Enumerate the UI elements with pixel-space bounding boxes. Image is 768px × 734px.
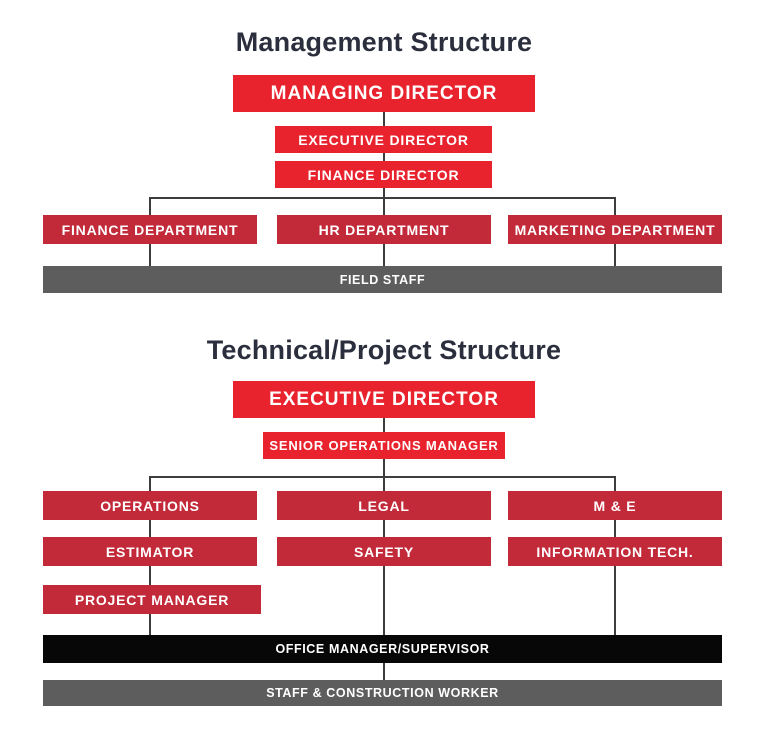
connector-line bbox=[149, 566, 151, 585]
node-project-manager: PROJECT MANAGER bbox=[43, 585, 261, 614]
connector-line bbox=[383, 153, 385, 161]
connector-line bbox=[383, 244, 385, 266]
connector-line bbox=[383, 459, 385, 476]
connector-line bbox=[149, 198, 151, 215]
connector-line bbox=[614, 477, 616, 491]
node-executive-director-management: EXECUTIVE DIRECTOR bbox=[275, 126, 492, 153]
node-senior-operations-manager: SENIOR OPERATIONS MANAGER bbox=[263, 432, 505, 459]
bar-staff-construction-worker: STAFF & CONSTRUCTION WORKER bbox=[43, 680, 722, 706]
connector-line bbox=[614, 244, 616, 266]
connector-line bbox=[149, 244, 151, 266]
connector-line bbox=[149, 476, 616, 478]
node-operations: OPERATIONS bbox=[43, 491, 257, 520]
node-finance-director: FINANCE DIRECTOR bbox=[275, 161, 492, 188]
connector-line bbox=[383, 566, 385, 635]
connector-line bbox=[383, 188, 385, 198]
node-executive-director-technical: EXECUTIVE DIRECTOR bbox=[233, 381, 535, 418]
connector-line bbox=[383, 112, 385, 126]
connector-line bbox=[383, 198, 385, 215]
connector-line bbox=[614, 198, 616, 215]
connector-line bbox=[614, 520, 616, 537]
technical-structure-title: Technical/Project Structure bbox=[206, 335, 562, 365]
management-structure-title: Management Structure bbox=[235, 27, 533, 57]
connector-line bbox=[383, 418, 385, 432]
connector-line bbox=[383, 520, 385, 537]
node-estimator: ESTIMATOR bbox=[43, 537, 257, 566]
node-finance-department: FINANCE DEPARTMENT bbox=[43, 215, 257, 244]
node-managing-director: MANAGING DIRECTOR bbox=[233, 75, 535, 112]
connector-line bbox=[383, 477, 385, 491]
node-m-and-e: M & E bbox=[508, 491, 722, 520]
node-marketing-department: MARKETING DEPARTMENT bbox=[508, 215, 722, 244]
node-information-tech: INFORMATION TECH. bbox=[508, 537, 722, 566]
connector-line bbox=[614, 566, 616, 635]
bar-office-manager-supervisor: OFFICE MANAGER/SUPERVISOR bbox=[43, 635, 722, 663]
connector-line bbox=[149, 520, 151, 537]
bar-field-staff: FIELD STAFF bbox=[43, 266, 722, 293]
connector-line bbox=[383, 663, 385, 680]
connector-line bbox=[149, 197, 616, 199]
connector-line bbox=[149, 614, 151, 635]
connector-line bbox=[149, 477, 151, 491]
node-legal: LEGAL bbox=[277, 491, 491, 520]
node-safety: SAFETY bbox=[277, 537, 491, 566]
node-hr-department: HR DEPARTMENT bbox=[277, 215, 491, 244]
